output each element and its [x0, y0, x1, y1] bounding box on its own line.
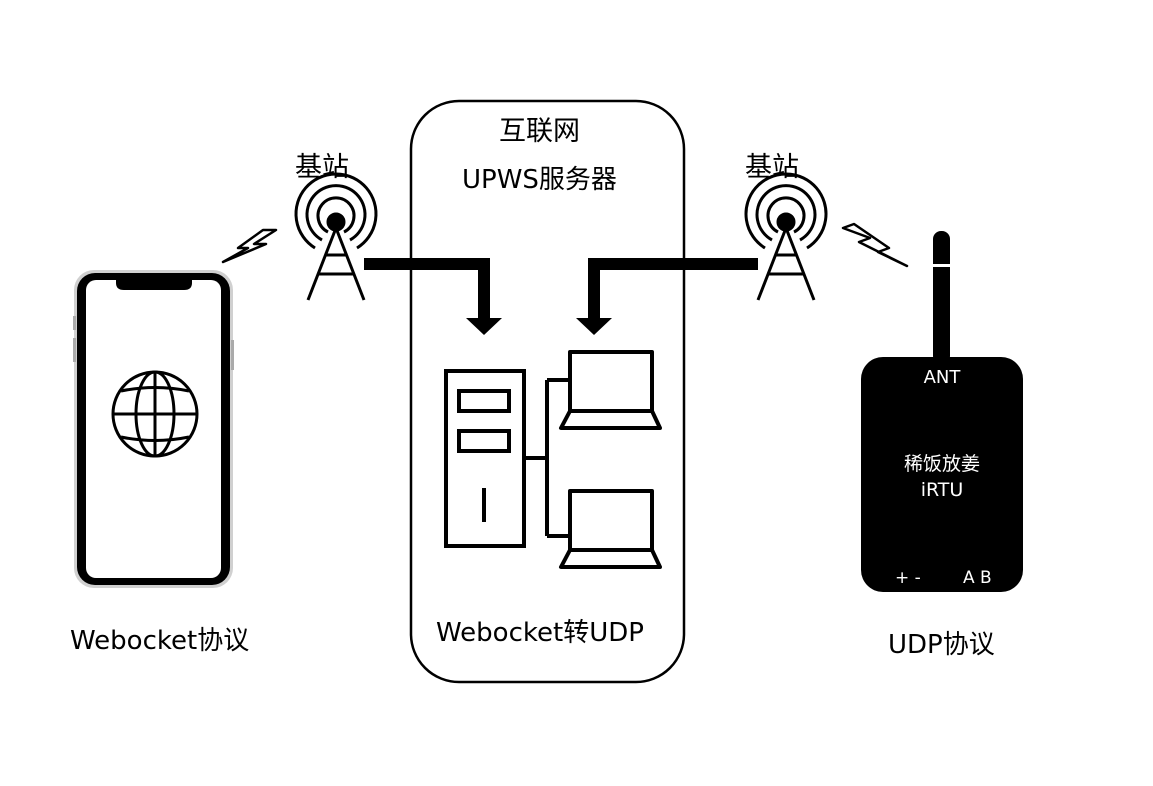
server-label: UPWS服务器 — [462, 165, 617, 195]
arrow-down-icon — [466, 318, 502, 335]
antenna-icon — [933, 231, 950, 364]
antenna-label: ANT — [923, 367, 961, 388]
rtu-device-icon — [861, 357, 1023, 592]
globe-icon — [111, 370, 199, 458]
internet-label: 互联网 — [499, 116, 580, 147]
lightning-icon — [221, 228, 278, 264]
connector-right — [576, 258, 758, 335]
left-protocol-label: Webocket协议 — [70, 626, 250, 656]
power-terminals-label: + - — [895, 568, 921, 588]
function-label: Webocket转UDP — [436, 618, 644, 648]
server-box — [409, 99, 686, 684]
connector-left — [364, 258, 502, 335]
network-links — [524, 378, 570, 538]
right-protocol-label: UDP协议 — [888, 630, 995, 660]
cell-tower-icon — [744, 172, 828, 301]
data-terminals-label: A B — [963, 568, 992, 588]
laptop-icon — [559, 489, 662, 569]
arrow-down-icon — [576, 318, 612, 335]
left-tower-label: 基站 — [295, 152, 349, 183]
device-name: 稀饭放姜 — [903, 453, 980, 475]
right-tower-label: 基站 — [745, 152, 799, 183]
server-tower-icon — [444, 369, 526, 548]
laptop-icon — [559, 350, 662, 430]
lightning-icon — [841, 222, 909, 268]
device-model: iRTU — [920, 479, 964, 501]
cell-tower-icon — [294, 172, 378, 301]
